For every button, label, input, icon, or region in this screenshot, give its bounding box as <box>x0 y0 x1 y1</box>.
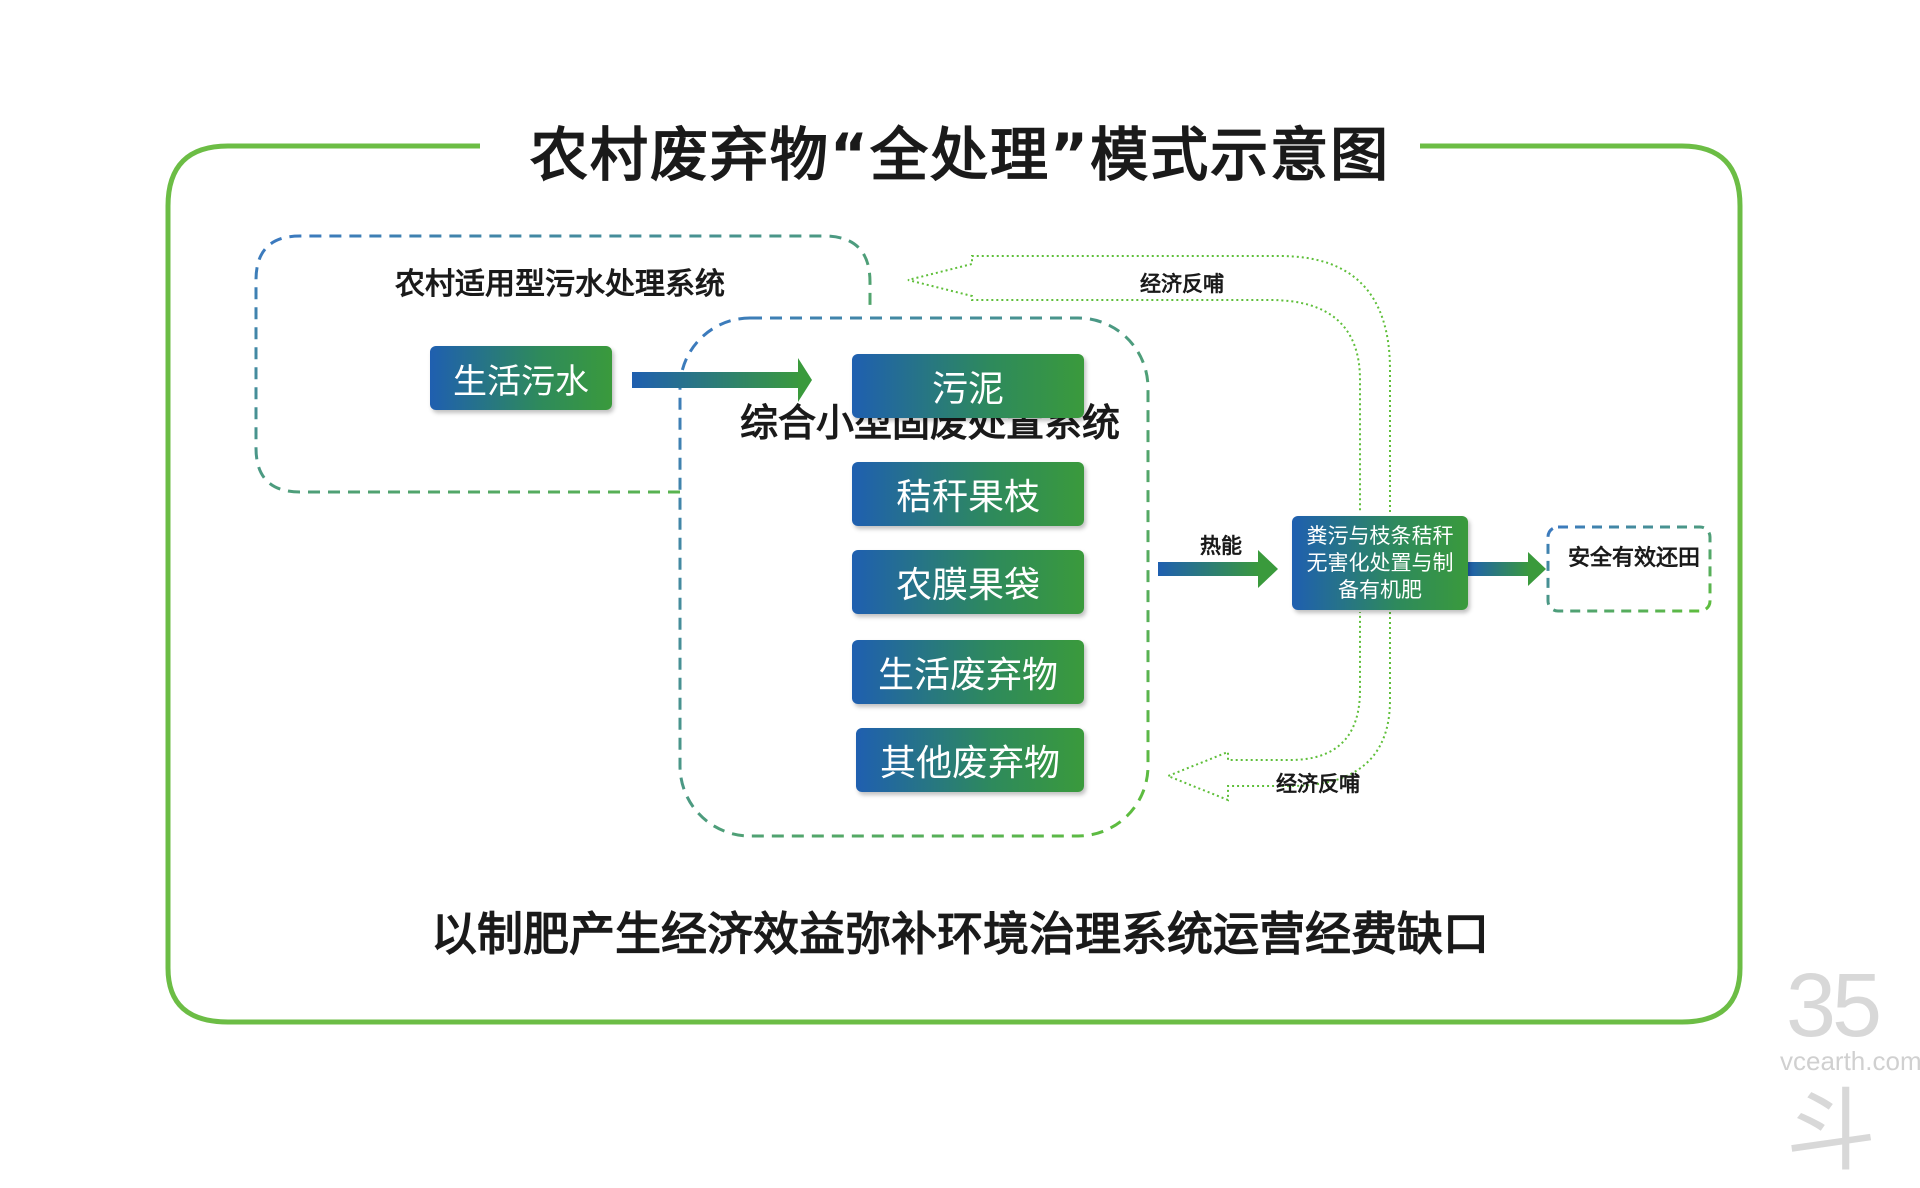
outer-frame <box>165 143 1743 1025</box>
watermark-url: vcearth.com <box>1780 1046 1920 1076</box>
heat-arrow <box>1158 550 1278 588</box>
waste-item-straw: 秸秆果枝 <box>852 462 1084 526</box>
waste-item-film-bags: 农膜果袋 <box>852 550 1084 614</box>
result-boundary <box>1546 525 1712 613</box>
diagram-canvas <box>165 143 1743 1025</box>
sewage-source-box: 生活污水 <box>430 346 612 410</box>
feedback-label-bottom: 经济反哺 <box>1276 772 1360 796</box>
hub-to-result-arrow <box>1468 552 1546 586</box>
page-title: 农村废弃物“全处理”模式示意图 <box>529 121 1391 189</box>
solid-system-boundary <box>678 316 1150 838</box>
result-label: 安全有效还田 <box>1567 546 1700 571</box>
fertilizer-hub-box: 粪污与枝条秸秆无害化处置与制备有机肥 <box>1292 516 1468 610</box>
sewage-to-sludge-arrow <box>632 358 812 402</box>
waste-item-sludge: 污泥 <box>852 354 1084 418</box>
feedback-loop-bottom <box>1165 612 1391 802</box>
feedback-label-top: 经济反哺 <box>1140 272 1224 296</box>
solid-system-title: 综合小型固废处置系统 <box>740 401 1121 445</box>
heat-label: 热能 <box>1200 534 1242 558</box>
sewage-system-title: 农村适用型污水处理系统 <box>395 267 725 302</box>
waste-item-household: 生活废弃物 <box>852 640 1084 704</box>
bottom-caption: 以制肥产生经济效益弥补环境治理系统运营经费缺口 <box>431 907 1489 961</box>
waste-item-other: 其他废弃物 <box>856 728 1084 792</box>
